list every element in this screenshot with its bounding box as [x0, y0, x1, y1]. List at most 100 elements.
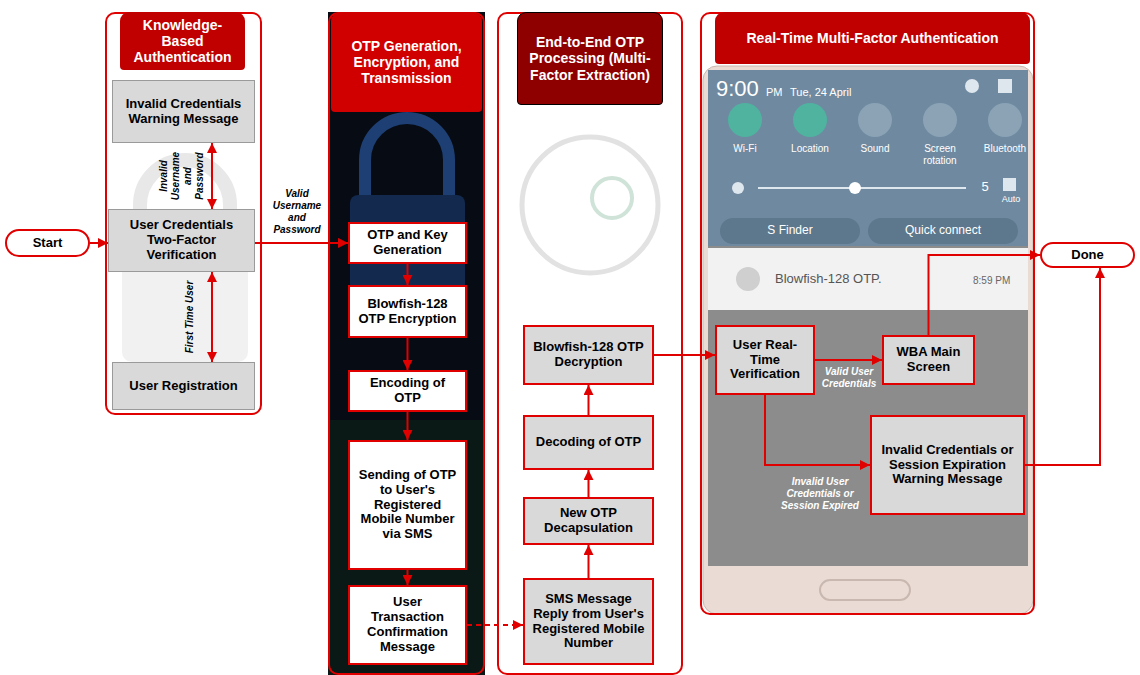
phone-illustration-part [820, 580, 910, 600]
phone-illustration-part [732, 182, 744, 194]
box-text: Invalid Credentials Warning Message [118, 97, 249, 127]
box-text: Start [33, 236, 63, 251]
flow-arrow [407, 338, 409, 370]
phone-illustration-part [849, 182, 861, 194]
phone-illustration-part [858, 103, 892, 137]
phone-illustration-part [758, 187, 966, 189]
flow-arrow [765, 395, 870, 465]
box-text: Done [1071, 248, 1104, 263]
stage-panel: Real-Time Multi-Factor AuthenticationUse… [700, 12, 1035, 615]
screen-label: Quick connect [870, 224, 1016, 238]
process-box: OTP and Key Generation [348, 222, 467, 264]
screen-label: 9:00 [716, 76, 768, 101]
panel-header: End-to-End OTP Processing (Multi-Factor … [517, 12, 663, 105]
box-text: Blowfish-128 OTP Encryption [355, 297, 460, 327]
edge-label: Valid User Credentials [818, 366, 880, 390]
screen-label: Tue, 24 April [790, 86, 880, 99]
edge-label: First Time User [184, 275, 196, 359]
screen-label: Bluetooth [975, 143, 1035, 155]
flow-arrow [654, 354, 715, 356]
phone-illustration-part [708, 70, 1028, 246]
encryption-background-part [365, 118, 449, 205]
phone-illustration [703, 66, 1033, 614]
phone-illustration-part [708, 70, 1028, 566]
panel-header: OTP Generation, Encryption, and Transmis… [331, 12, 482, 112]
screen-label: Location [780, 143, 840, 155]
start-terminal: Start [5, 229, 90, 257]
screen-label: Auto [996, 194, 1026, 204]
stage-panel: Knowledge-Based AuthenticationInvalid Cr… [105, 12, 262, 415]
encryption-background-part [328, 12, 485, 675]
edge-label: Valid Username and Password [267, 188, 327, 236]
box-text: Blowfish-128 OTP Decryption [530, 340, 647, 370]
encryption-background [328, 12, 485, 675]
flow-arrow [929, 255, 1041, 335]
flow-arrow [211, 272, 213, 362]
screen-label: Blowfish-128 OTP. [775, 272, 915, 287]
edge-label: Invalid User Credentials or Session Expi… [773, 476, 867, 512]
screen-label: Wi-Fi [715, 143, 775, 155]
logo-watermark-part [522, 137, 658, 273]
phone-illustration-part [703, 66, 1033, 614]
process-box: WBA Main Screen [882, 335, 975, 385]
phone-illustration-part [708, 248, 1028, 310]
process-box: Invalid Credentials or Session Expiratio… [870, 415, 1025, 515]
process-box: User Transaction Confirmation Message [348, 585, 467, 665]
box-text: User Transaction Confirmation Message [355, 595, 460, 655]
flow-arrow [588, 385, 590, 415]
phone-illustration-part [998, 79, 1012, 93]
process-box: User Real-Time Verification [715, 325, 815, 395]
screen-label: 5 [977, 180, 993, 195]
screen-label: Sound [845, 143, 905, 155]
phone-illustration-part [1003, 178, 1016, 191]
flow-arrow [407, 412, 409, 440]
stage-panel: End-to-End OTP Processing (Multi-Factor … [497, 12, 683, 675]
box-text: OTP and Key Generation [355, 228, 460, 258]
phone-illustration-part [793, 103, 827, 137]
process-box: Encoding of OTP [348, 370, 467, 412]
process-box: Decoding of OTP [523, 415, 654, 470]
flow-arrow [467, 624, 523, 626]
flow-arrow [588, 470, 590, 497]
end-terminal: Done [1040, 242, 1135, 268]
encryption-background-part [328, 420, 485, 675]
process-box: User Registration [112, 362, 255, 410]
logo-watermark-part [592, 178, 632, 218]
box-text: Sending of OTP to User's Registered Mobi… [355, 468, 460, 543]
process-box: New OTP Decapsulation [523, 497, 654, 545]
box-text: Encoding of OTP [355, 376, 460, 406]
flow-arrow [1025, 268, 1100, 465]
box-text: User Credentials Two-Factor Verification [114, 218, 249, 263]
phone-illustration-part [720, 218, 860, 244]
box-text: New OTP Decapsulation [530, 506, 647, 536]
box-text: User Real-Time Verification [722, 338, 808, 383]
phone-illustration-part [736, 267, 760, 291]
phone-illustration-part [923, 103, 957, 137]
screen-label: 8:59 PM [973, 275, 1021, 287]
process-box: Blowfish-128 OTP Decryption [523, 325, 654, 385]
process-box: Blowfish-128 OTP Encryption [348, 285, 467, 338]
panel-header: Knowledge-Based Authentication [120, 12, 245, 70]
box-text: Decoding of OTP [536, 435, 641, 450]
process-box: Sending of OTP to User's Registered Mobi… [348, 440, 467, 570]
screen-label: PM [766, 86, 788, 99]
flow-arrow [211, 143, 213, 209]
box-text: SMS Message Reply from User's Registered… [530, 592, 647, 652]
panel-header: Real-Time Multi-Factor Authentication [715, 12, 1030, 64]
screen-label: S Finder [722, 224, 858, 238]
screen-label: Screen rotation [910, 143, 970, 166]
phone-illustration-part [988, 103, 1022, 137]
flow-arrow [255, 242, 348, 244]
flow-arrow [815, 359, 882, 361]
edge-label: Invalid Username and Password [158, 145, 206, 207]
flow-arrow [407, 570, 409, 585]
flow-arrow [588, 545, 590, 578]
box-text: WBA Main Screen [889, 345, 968, 375]
phone-illustration-part [965, 79, 979, 93]
process-box: Invalid Credentials Warning Message [112, 80, 255, 143]
flow-arrow [407, 264, 409, 285]
process-box: User Credentials Two-Factor Verification [108, 209, 255, 272]
phone-illustration-part [728, 103, 762, 137]
logo-watermark [522, 137, 658, 273]
phone-illustration-part [868, 218, 1018, 244]
